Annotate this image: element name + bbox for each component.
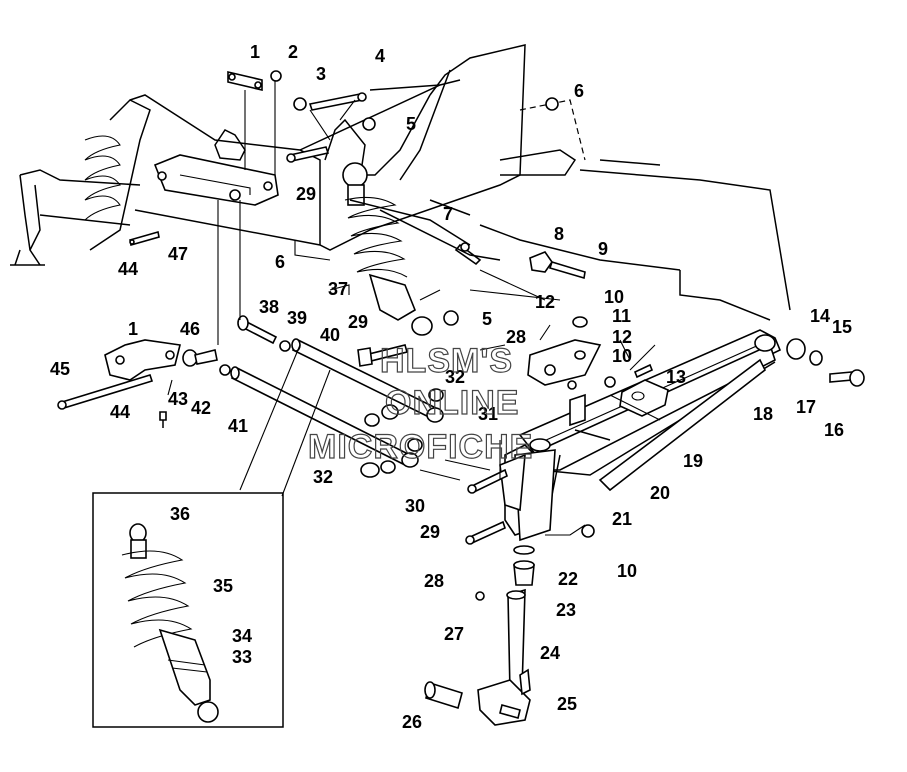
- callout-14: 14: [810, 306, 830, 326]
- callout-13: 13: [666, 367, 686, 387]
- callout-29: 29: [420, 522, 440, 542]
- callout-35: 35: [213, 576, 233, 596]
- callout-33: 33: [232, 647, 252, 667]
- callout-6: 6: [275, 252, 285, 272]
- rod-bushings: [360, 388, 444, 478]
- watermark-line-2: ONLINE: [385, 384, 519, 422]
- callout-6: 6: [574, 81, 584, 101]
- callout-43: 43: [168, 389, 188, 409]
- tie-rod-end: [349, 199, 586, 280]
- callout-27: 27: [444, 624, 464, 644]
- callout-29: 29: [296, 184, 316, 204]
- chassis-frame: [129, 44, 791, 321]
- watermark-line-3: MICROFICHE: [308, 428, 533, 466]
- callout-32: 32: [445, 367, 465, 387]
- pivot-hardware: [786, 338, 865, 387]
- callout-10: 10: [612, 346, 632, 366]
- callout-5: 5: [406, 114, 416, 134]
- spindle-leg-26: [424, 681, 463, 710]
- spindle-assembly: [475, 438, 556, 726]
- callout-labels: 1 2 3 4 6 5 29 7 8 9 6 47 44 37 12 10 11…: [50, 42, 852, 732]
- leader-lines: [217, 80, 661, 536]
- top-hardware: [227, 70, 559, 163]
- callout-2: 2: [288, 42, 298, 62]
- callout-3: 3: [316, 64, 326, 84]
- callout-31: 31: [478, 404, 498, 424]
- radius-rods: [230, 338, 444, 468]
- callout-20: 20: [650, 483, 670, 503]
- callout-1: 1: [250, 42, 260, 62]
- callout-42: 42: [191, 398, 211, 418]
- callout-40: 40: [320, 325, 340, 345]
- callout-44: 44: [110, 402, 130, 422]
- inset-shock-box: [92, 492, 284, 728]
- callout-1: 1: [128, 319, 138, 339]
- callout-28: 28: [506, 327, 526, 347]
- bushing-block-19: [619, 379, 669, 417]
- left-bracket-46: [57, 339, 231, 428]
- callout-47: 47: [168, 244, 188, 264]
- callout-38: 38: [259, 297, 279, 317]
- main-shock-37: [324, 118, 433, 336]
- callout-37: 37: [328, 279, 348, 299]
- callout-36: 36: [170, 504, 190, 524]
- callout-16: 16: [824, 420, 844, 440]
- callout-9: 9: [598, 239, 608, 259]
- steering-hardware: [443, 310, 654, 538]
- callout-39: 39: [287, 308, 307, 328]
- lower-bolts: [465, 468, 508, 545]
- watermark: HLSM'S ONLINE MICROFICHE: [307, 341, 533, 466]
- callout-30: 30: [405, 496, 425, 516]
- background-shock-assembly: [10, 99, 151, 266]
- bolt-29-middle: [129, 230, 408, 367]
- callout-7: 7: [443, 204, 453, 224]
- callout-4: 4: [375, 46, 385, 66]
- callout-5: 5: [482, 309, 492, 329]
- callout-12: 12: [535, 292, 555, 312]
- callout-19: 19: [683, 451, 703, 471]
- callout-10: 10: [617, 561, 637, 581]
- callout-25: 25: [557, 694, 577, 714]
- callout-15: 15: [832, 317, 852, 337]
- watermark-line-1: HLSM'S: [380, 342, 513, 380]
- callout-45: 45: [50, 359, 70, 379]
- callout-10: 10: [604, 287, 624, 307]
- callout-23: 23: [556, 600, 576, 620]
- callout-17: 17: [796, 397, 816, 417]
- mount-bracket-47: [153, 129, 279, 206]
- callout-46: 46: [180, 319, 200, 339]
- callout-44: 44: [118, 259, 138, 279]
- callout-34: 34: [232, 626, 252, 646]
- callout-24: 24: [540, 643, 560, 663]
- callout-28: 28: [424, 571, 444, 591]
- callout-26: 26: [402, 712, 422, 732]
- callout-29: 29: [348, 312, 368, 332]
- callout-21: 21: [612, 509, 632, 529]
- callout-18: 18: [753, 404, 773, 424]
- callout-12: 12: [612, 327, 632, 347]
- callout-11: 11: [612, 306, 631, 326]
- callout-32: 32: [313, 467, 333, 487]
- callout-8: 8: [554, 224, 564, 244]
- bolt-38: [237, 315, 291, 352]
- callout-41: 41: [228, 416, 248, 436]
- callout-22: 22: [558, 569, 578, 589]
